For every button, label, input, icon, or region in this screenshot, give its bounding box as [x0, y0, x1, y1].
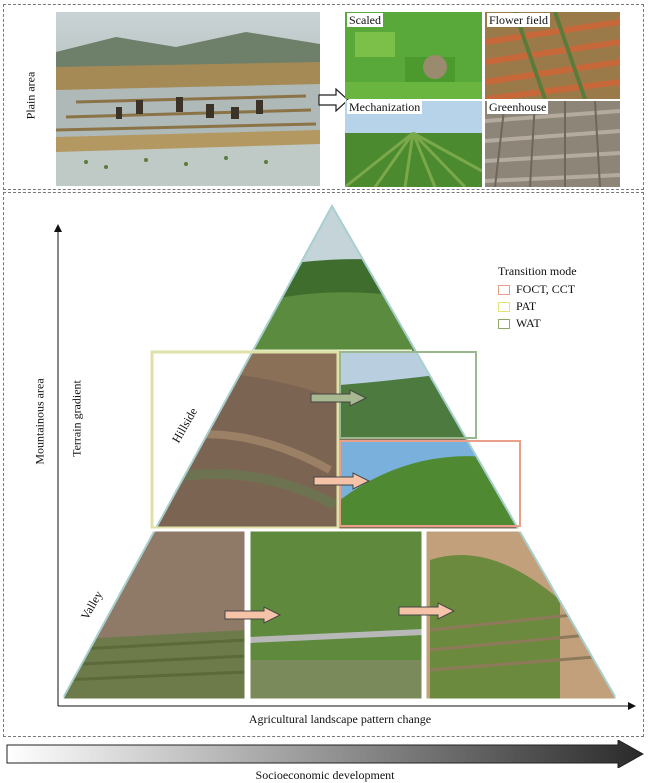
legend-swatch	[498, 318, 510, 329]
socioeconomic-label: Socioeconomic development	[255, 768, 395, 782]
legend-item-pat: PAT	[498, 299, 536, 314]
x-axis-label: Agricultural landscape pattern change	[248, 712, 432, 726]
foct-arrow-hillside-icon	[313, 472, 371, 490]
transition-arrow-icon	[318, 88, 349, 112]
wat-arrow-icon	[310, 389, 368, 407]
scaled-photo	[345, 12, 482, 99]
legend-label: FOCT, CCT	[516, 282, 576, 296]
legend-title: Transition mode	[498, 264, 577, 278]
plain-area-panel	[3, 4, 644, 190]
foct-arrow-valley-2-icon	[398, 602, 456, 620]
flower-field-label: Flower field	[487, 13, 550, 27]
legend-label: PAT	[516, 299, 537, 313]
greenhouse-photo	[485, 101, 620, 187]
socioeconomic-arrow-icon	[6, 740, 644, 768]
legend-swatch	[498, 301, 510, 312]
mountainous-area-panel	[3, 192, 644, 737]
legend-item-foct: FOCT, CCT	[498, 282, 575, 297]
legend-swatch	[498, 284, 510, 295]
legend-label: WAT	[516, 316, 541, 330]
mechanization-label: Mechanization	[347, 100, 423, 114]
rice-paddy-photo	[56, 12, 320, 186]
scaled-label: Scaled	[347, 13, 383, 27]
foct-arrow-valley-1-icon	[224, 606, 282, 624]
greenhouse-label: Greenhouse	[487, 100, 549, 114]
legend-item-wat: WAT	[498, 316, 541, 331]
